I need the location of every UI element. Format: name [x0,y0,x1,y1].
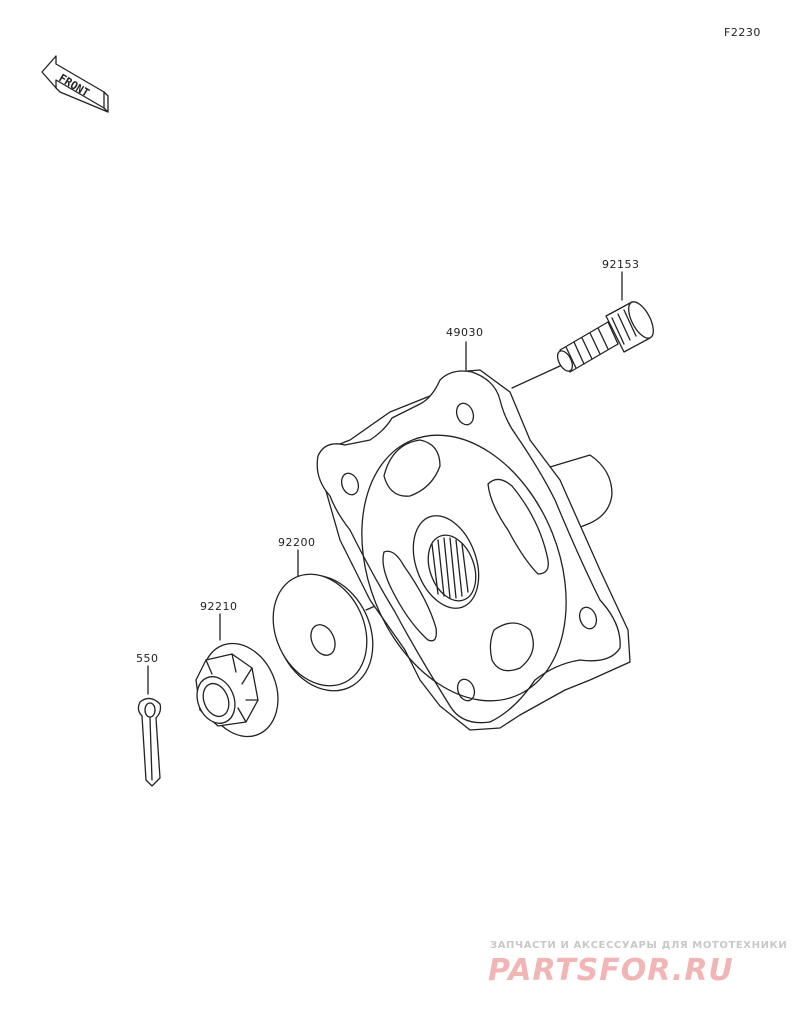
nut-drawing [195,642,279,738]
cotter-pin-drawing [137,697,162,787]
diagram-code: F2230 [724,26,761,39]
part-number-stud: 92153 [602,258,640,271]
part-number-nut: 92210 [200,600,238,613]
washer-drawing [272,573,374,692]
front-arrow-icon: FRONT [41,55,109,113]
wheel-stud-drawing [556,301,654,373]
watermark-tagline: ЗАПЧАСТИ И АКСЕССУАРЫ ДЛЯ МОТОТЕХНИКИ [490,940,787,951]
part-number-washer: 92200 [278,536,316,549]
part-number-cotter-pin: 550 [136,652,159,665]
watermark-logo: PARTSFOR.RU [488,953,734,988]
part-number-hub: 49030 [446,326,484,339]
hub-drawing [316,369,631,731]
